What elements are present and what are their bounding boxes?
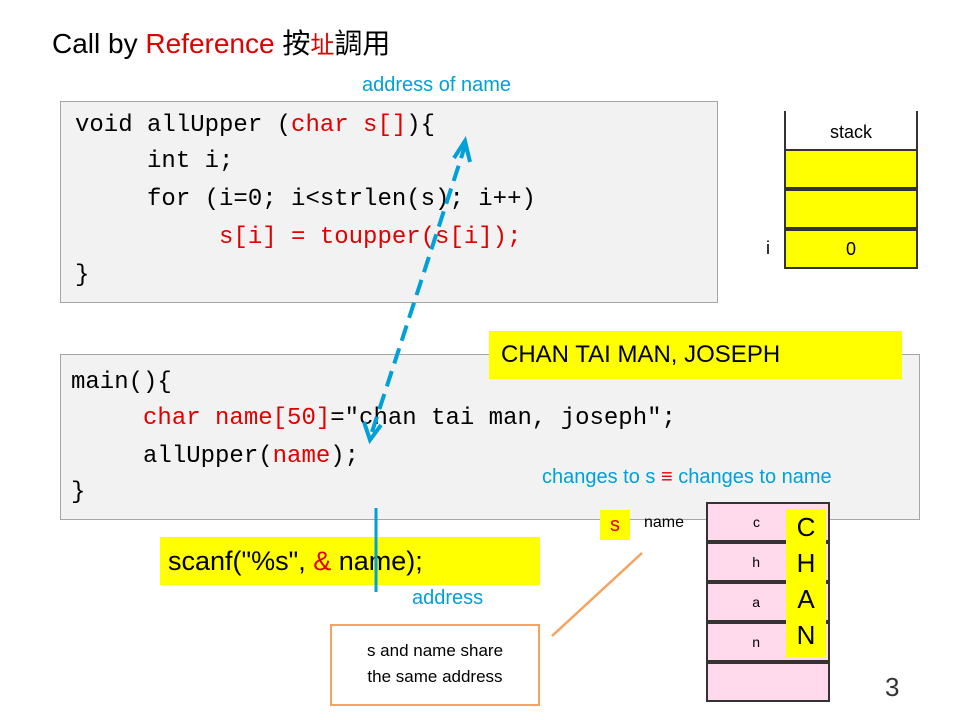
code-line-main-close: } [71, 479, 86, 506]
main-code-box: main(){ char name[50]="chan tai man, jos… [60, 354, 920, 520]
title-cjk-2: 址 [310, 32, 335, 59]
code-line-close: } [75, 262, 90, 289]
equiv-symbol: ≡ [660, 466, 673, 488]
code-line-toupper: s[i] = toupper(s[i]); [75, 224, 522, 251]
upper-letter: H [796, 548, 816, 578]
upper-letter: C [796, 512, 816, 542]
stack-label-i: i [766, 238, 770, 258]
scanf-start: scanf("%s", [168, 546, 314, 576]
code-call-arg: name [272, 443, 331, 470]
uppercase-result-banner: CHAN TAI MAN, JOSEPH [489, 331, 902, 379]
code-line-signature: void allUpper (char s[]){ [75, 112, 435, 139]
code-line-decl: int i; [75, 148, 234, 175]
code-line-call: allUpper(name); [71, 443, 359, 470]
address-of-name-label: address of name [362, 74, 511, 96]
code-name-decl: char name[50] [143, 405, 331, 432]
scanf-ampersand: & [313, 546, 332, 576]
changes-to-name: changes to name [678, 466, 832, 488]
function-code-box: void allUpper (char s[]){ int i; for (i=… [60, 101, 718, 303]
arrowhead-bottom [362, 421, 383, 445]
address-label: address [412, 587, 484, 609]
stack-cell [784, 189, 918, 229]
title-cjk-1: 按 [282, 28, 311, 59]
shared-address-note: s and name share the same address [330, 624, 540, 706]
code-signature-end: ){ [406, 112, 436, 139]
changes-equivalence: changes to s ≡ changes to name [542, 466, 832, 489]
code-call-start: allUpper( [71, 443, 273, 470]
title-reference: Reference [145, 28, 275, 59]
stack-cell [784, 149, 918, 189]
name-cell [706, 662, 830, 702]
dashed-arrow [370, 145, 467, 433]
stack-cell-i: 0 [784, 229, 918, 269]
title-cjk-3: 調用 [334, 28, 391, 59]
uppercase-chan-box: C H A N [786, 509, 826, 657]
slide-title: Call by Reference 按址調用 [52, 22, 390, 62]
upper-letter: A [797, 584, 815, 614]
code-call-end: ); [330, 443, 360, 470]
scanf-example: scanf("%s", & name); [160, 537, 540, 585]
title-prefix: Call by [52, 28, 146, 59]
arrowhead-top [452, 135, 472, 163]
name-array-label: name [644, 514, 685, 531]
code-signature-start: void allUpper ( [75, 112, 292, 139]
stack-header: stack [784, 111, 918, 149]
note-line-1: s and name share [366, 641, 504, 660]
code-param: char s[] [291, 112, 407, 139]
upper-letter: N [796, 620, 816, 650]
code-line-main: main(){ [71, 369, 172, 396]
code-line-for: for (i=0; i<strlen(s); i++) [75, 186, 536, 213]
s-badge: s [600, 510, 630, 540]
note-connector [551, 552, 643, 637]
page-number: 3 [885, 672, 900, 702]
changes-to-s: changes to s [542, 466, 656, 488]
scanf-end: name); [338, 546, 423, 576]
note-line-2: the same address [367, 667, 503, 686]
